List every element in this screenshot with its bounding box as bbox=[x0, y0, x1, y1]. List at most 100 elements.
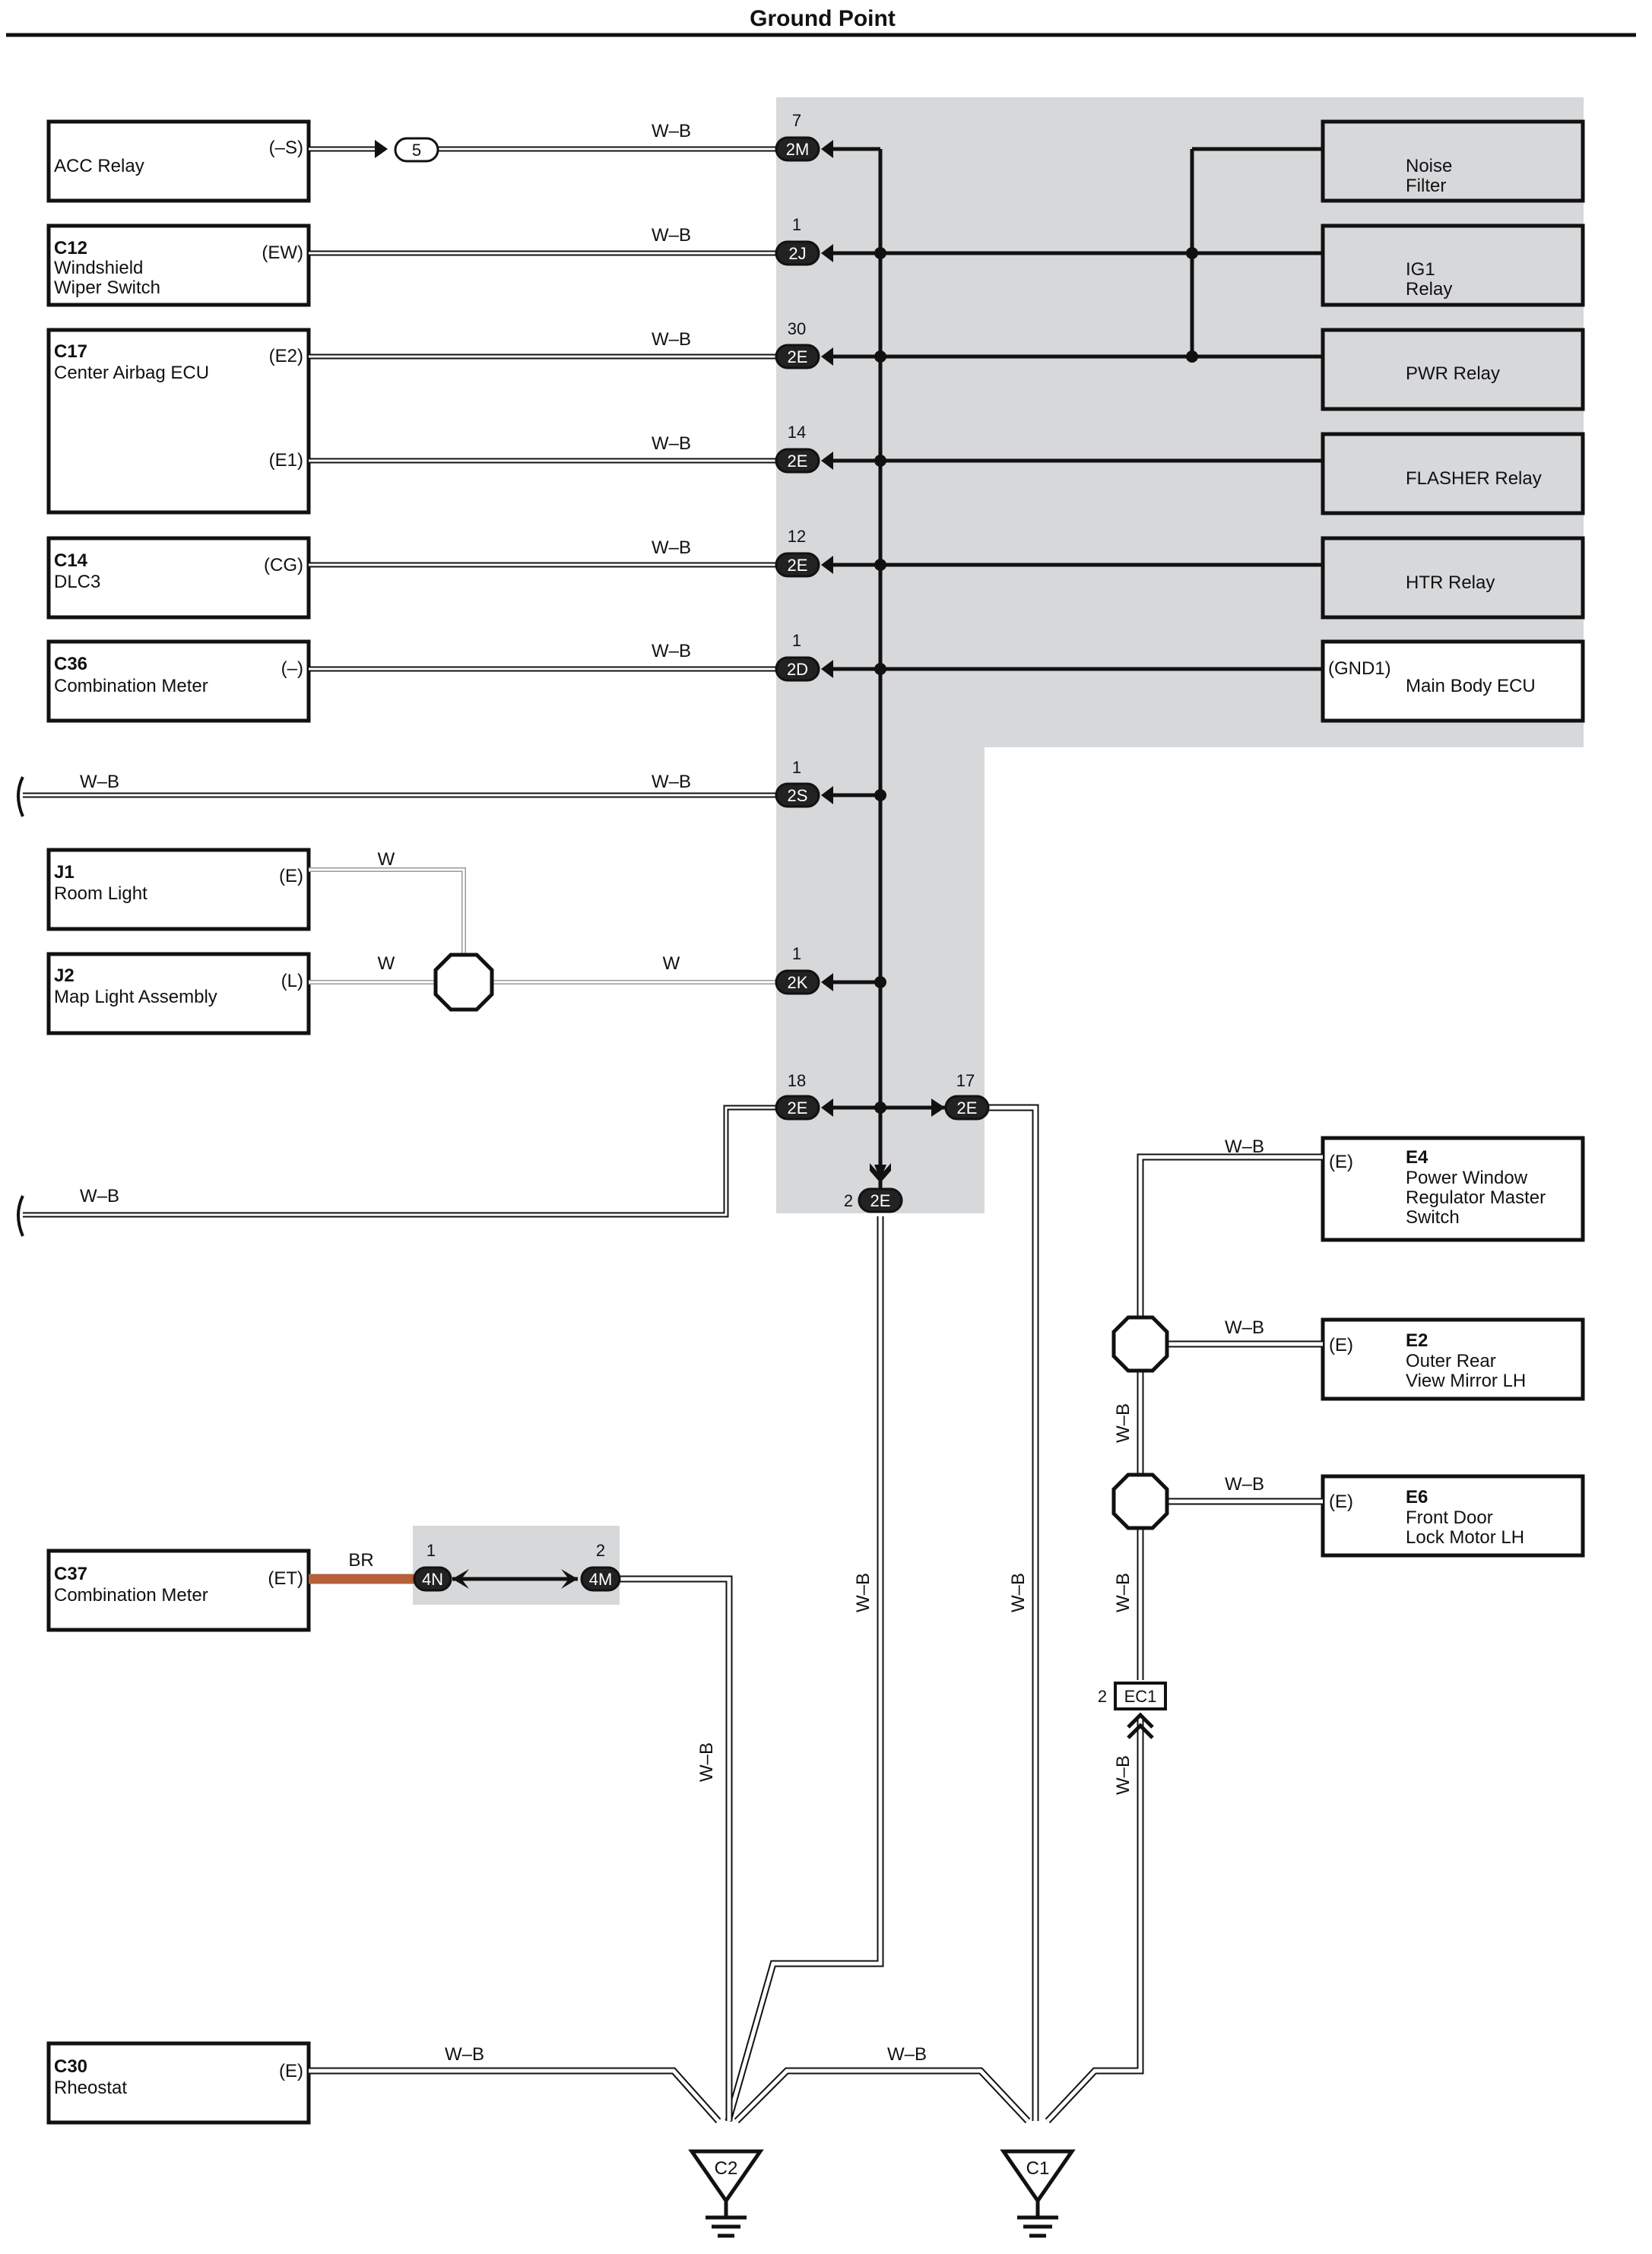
ground-trunk-wires bbox=[309, 1104, 1323, 2124]
connector-2d: 1 2D bbox=[775, 631, 833, 682]
page-title: Ground Point bbox=[750, 6, 896, 31]
connector-4n: 1 4N bbox=[413, 1541, 452, 1592]
svg-text:W–B: W–B bbox=[853, 1573, 874, 1612]
svg-text:2E: 2E bbox=[957, 1098, 978, 1117]
svg-text:W–B: W–B bbox=[80, 1186, 119, 1206]
svg-text:18: 18 bbox=[788, 1071, 806, 1090]
svg-text:4M: 4M bbox=[589, 1570, 613, 1589]
svg-text:2E: 2E bbox=[788, 452, 808, 471]
svg-text:Filter: Filter bbox=[1406, 176, 1446, 196]
svg-text:PWR Relay: PWR Relay bbox=[1406, 363, 1500, 384]
htr-relay-box: HTR Relay bbox=[1321, 536, 1585, 620]
svg-text:(E): (E) bbox=[1329, 1492, 1353, 1512]
connector-2m: 7 2M bbox=[775, 111, 833, 162]
connector-4m: 2 4M bbox=[580, 1541, 621, 1592]
center-airbag-ecu-box: C17 Center Airbag ECU (E2) (E1) bbox=[46, 328, 311, 515]
connector-2k: 1 2K bbox=[775, 944, 833, 995]
front-door-lock-motor-box: (E) E6 Front Door Lock Motor LH bbox=[1321, 1474, 1585, 1558]
svg-text:W: W bbox=[378, 953, 395, 974]
svg-text:(GND1): (GND1) bbox=[1328, 658, 1391, 679]
svg-text:2: 2 bbox=[1098, 1687, 1107, 1706]
svg-text:Front Door: Front Door bbox=[1406, 1507, 1493, 1528]
dlc3-box: C14 DLC3 (CG) bbox=[46, 536, 311, 620]
svg-text:W–B: W–B bbox=[1225, 1137, 1264, 1157]
ground-point-c2: C2 bbox=[688, 2149, 764, 2238]
svg-text:HTR Relay: HTR Relay bbox=[1406, 572, 1495, 593]
main-body-ecu-box: (GND1) Main Body ECU bbox=[1321, 639, 1585, 723]
svg-text:View Mirror LH: View Mirror LH bbox=[1406, 1371, 1526, 1391]
svg-text:(–S): (–S) bbox=[269, 138, 303, 158]
svg-text:J2: J2 bbox=[54, 965, 75, 986]
svg-text:2: 2 bbox=[596, 1541, 605, 1560]
svg-text:(L): (L) bbox=[281, 971, 303, 991]
svg-text:Noise: Noise bbox=[1406, 156, 1452, 176]
svg-text:C14: C14 bbox=[54, 550, 88, 571]
svg-text:W–B: W–B bbox=[652, 329, 691, 350]
pwr-relay-box: PWR Relay bbox=[1321, 328, 1585, 411]
svg-text:1: 1 bbox=[792, 631, 801, 650]
acc-relay-box: ACC Relay (–S) bbox=[46, 119, 311, 203]
svg-text:Switch: Switch bbox=[1406, 1207, 1460, 1228]
svg-text:W–B: W–B bbox=[652, 121, 691, 141]
svg-text:E4: E4 bbox=[1406, 1147, 1428, 1168]
svg-text:Rheostat: Rheostat bbox=[54, 2078, 127, 2098]
connector-2e-14: 14 2E bbox=[775, 423, 833, 474]
svg-text:IG1: IG1 bbox=[1406, 259, 1435, 280]
svg-text:Regulator Master: Regulator Master bbox=[1406, 1187, 1546, 1208]
svg-text:5: 5 bbox=[412, 141, 421, 160]
svg-text:W–B: W–B bbox=[1113, 1573, 1134, 1612]
power-window-master-switch-box: (E) E4 Power Window Regulator Master Swi… bbox=[1321, 1136, 1585, 1242]
svg-text:W–B: W–B bbox=[1008, 1573, 1029, 1612]
svg-text:DLC3: DLC3 bbox=[54, 572, 100, 592]
ig1-relay-box: IG1 Relay bbox=[1321, 223, 1585, 307]
connector-2e-17: 17 2E bbox=[931, 1071, 990, 1121]
svg-text:14: 14 bbox=[788, 423, 806, 442]
svg-text:(–): (–) bbox=[281, 658, 303, 679]
svg-text:EC1: EC1 bbox=[1124, 1687, 1157, 1706]
svg-text:30: 30 bbox=[788, 319, 806, 338]
svg-text:C37: C37 bbox=[54, 1564, 87, 1584]
room-light-box: J1 Room Light (E) bbox=[46, 848, 311, 931]
outer-rear-view-mirror-box: (E) E2 Outer Rear View Mirror LH bbox=[1321, 1317, 1585, 1401]
svg-text:Main Body ECU: Main Body ECU bbox=[1406, 676, 1536, 696]
svg-text:ACC Relay: ACC Relay bbox=[54, 156, 144, 176]
svg-text:W–B: W–B bbox=[652, 537, 691, 558]
combination-meter-c37-box: C37 Combination Meter (ET) bbox=[46, 1549, 311, 1632]
svg-text:(CG): (CG) bbox=[264, 555, 303, 575]
svg-text:2J: 2J bbox=[788, 244, 806, 263]
left-harness-wires bbox=[17, 146, 777, 1237]
svg-text:(E): (E) bbox=[1329, 1335, 1353, 1355]
splice-point-e2 bbox=[1111, 1315, 1169, 1373]
svg-text:7: 7 bbox=[792, 111, 801, 130]
svg-text:C2: C2 bbox=[715, 2158, 738, 2179]
svg-text:Relay: Relay bbox=[1406, 279, 1452, 300]
ground-point-c1: C1 bbox=[1000, 2149, 1076, 2238]
svg-text:(E): (E) bbox=[1329, 1152, 1353, 1172]
svg-text:E2: E2 bbox=[1406, 1330, 1428, 1351]
svg-text:C36: C36 bbox=[54, 654, 87, 674]
svg-text:(EW): (EW) bbox=[262, 243, 303, 263]
svg-text:W–B: W–B bbox=[1113, 1403, 1134, 1443]
svg-text:W–B: W–B bbox=[80, 772, 119, 792]
svg-text:Map Light Assembly: Map Light Assembly bbox=[54, 987, 217, 1007]
svg-text:Power Window: Power Window bbox=[1406, 1168, 1528, 1188]
svg-text:(E): (E) bbox=[279, 866, 303, 886]
svg-text:BR: BR bbox=[348, 1550, 373, 1571]
map-light-assembly-box: J2 Map Light Assembly (L) bbox=[46, 952, 311, 1035]
svg-text:2E: 2E bbox=[870, 1191, 891, 1210]
connector-2e-18: 18 2E bbox=[775, 1071, 833, 1121]
svg-text:W–B: W–B bbox=[1225, 1317, 1264, 1338]
noise-filter-box: Noise Filter bbox=[1321, 119, 1585, 203]
svg-text:1: 1 bbox=[792, 944, 801, 963]
svg-text:(E1): (E1) bbox=[269, 450, 303, 471]
svg-text:(E2): (E2) bbox=[269, 346, 303, 366]
connector-5: 5 bbox=[375, 137, 439, 163]
svg-text:Combination Meter: Combination Meter bbox=[54, 1585, 208, 1606]
svg-text:W: W bbox=[378, 849, 395, 870]
svg-text:W–B: W–B bbox=[1225, 1474, 1264, 1495]
svg-text:W–B: W–B bbox=[652, 641, 691, 661]
svg-text:2K: 2K bbox=[788, 973, 808, 992]
connector-ec1: 2 EC1 bbox=[1098, 1682, 1167, 1739]
svg-text:4N: 4N bbox=[422, 1570, 443, 1589]
